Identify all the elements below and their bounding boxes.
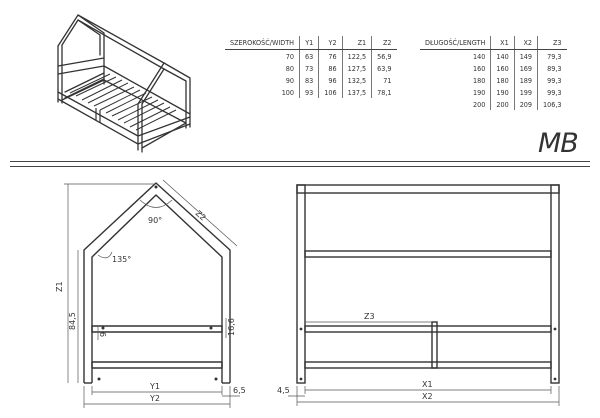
table-cell: 99,3 <box>537 86 567 98</box>
table-row: 140 140 149 79,3 <box>420 49 567 62</box>
table-cell: 78,1 <box>371 86 397 98</box>
table-cell: 169 <box>513 62 538 74</box>
table-row: 70 63 76 122,5 56,9 <box>225 49 397 62</box>
table-cell: 190 <box>473 87 486 97</box>
table-cell: 83 <box>299 74 319 86</box>
z1-label: Z1 <box>55 281 64 292</box>
table-cell: 189 <box>513 74 538 86</box>
y1-label: Y1 <box>149 382 160 391</box>
section-divider <box>10 166 590 168</box>
table-header-row: SZEROKOŚĆ/WIDTH Y1 Y2 Z1 Z2 <box>225 36 397 50</box>
roof-angle-label: 90° <box>148 216 162 225</box>
width-dimensions-table: SZEROKOŚĆ/WIDTH Y1 Y2 Z1 Z2 70 63 76 122… <box>225 36 397 98</box>
table-cell: 132,5 <box>341 74 372 86</box>
column-header: X2 <box>513 36 538 50</box>
table-cell: 86 <box>318 62 343 74</box>
table-cell: 96 <box>318 74 343 86</box>
table-cell: 140 <box>490 49 515 62</box>
column-header: X1 <box>490 36 515 50</box>
rail-height-label: 16,6 <box>227 318 236 336</box>
section-divider <box>10 161 590 163</box>
table-cell: 122,5 <box>341 49 372 62</box>
table-cell: 100 <box>281 87 295 97</box>
column-header: Z3 <box>537 36 567 50</box>
table-cell: 209 <box>513 98 538 110</box>
table-cell: 56,9 <box>371 49 397 62</box>
table-row: 180 180 189 99,3 <box>420 74 567 86</box>
table-cell: 73 <box>299 62 319 74</box>
table-cell: 190 <box>490 86 515 98</box>
column-header: Z2 <box>371 36 397 50</box>
table-row: 160 160 169 89,3 <box>420 62 567 74</box>
table-row: 80 73 86 127,5 63,9 <box>225 62 397 74</box>
side-dimension-labels: Z3 X1 X2 4,5 <box>277 312 433 401</box>
table-cell: 76 <box>318 49 343 62</box>
table-cell: 127,5 <box>341 62 372 74</box>
height-label: 84,5 <box>68 312 77 330</box>
table-row: 100 93 106 137,5 78,1 <box>225 86 397 98</box>
table-cell: 140 <box>473 51 486 61</box>
table-cell: 200 <box>473 99 486 109</box>
leg-label: 6,5 <box>233 386 246 395</box>
table-row: 200 200 209 106,3 <box>420 98 567 110</box>
table-row: 90 83 96 132,5 71 <box>225 74 397 86</box>
table-cell: 90 <box>285 75 295 85</box>
column-header: Y1 <box>299 36 319 50</box>
table-cell: 200 <box>490 98 515 110</box>
table-cell: 180 <box>490 74 515 86</box>
x1-label: X1 <box>422 380 433 389</box>
table-cell: 80 <box>285 63 295 73</box>
table-cell: 99,3 <box>537 74 567 86</box>
table-cell: 180 <box>473 75 486 85</box>
column-header: Y2 <box>318 36 343 50</box>
z3-label: Z3 <box>364 312 375 321</box>
table-cell: 70 <box>285 51 295 61</box>
column-header: Z1 <box>341 36 372 50</box>
table-cell: 71 <box>371 74 397 86</box>
offset-label: 4,5 <box>277 386 290 395</box>
table-cell: 149 <box>513 49 538 62</box>
table-cell: 160 <box>490 62 515 74</box>
table-cell: 106 <box>318 86 343 98</box>
table-cell: 106,3 <box>537 98 567 110</box>
table-cell: 63,9 <box>371 62 397 74</box>
length-dimensions-table: DŁUGOŚĆ/LENGTH X1 X2 Z3 140 140 149 79,3… <box>420 36 567 110</box>
y2-label: Y2 <box>149 394 160 403</box>
table-cell: 160 <box>473 63 486 73</box>
table-row: 190 190 199 99,3 <box>420 86 567 98</box>
column-header: DŁUGOŚĆ/LENGTH <box>420 36 491 50</box>
column-header: SZEROKOŚĆ/WIDTH <box>225 36 300 50</box>
table-cell: 93 <box>299 86 319 98</box>
table-cell: 89,3 <box>537 62 567 74</box>
table-cell: 79,3 <box>537 49 567 62</box>
table-cell: 199 <box>513 86 538 98</box>
table-cell: 63 <box>299 49 319 62</box>
table-header-row: DŁUGOŚĆ/LENGTH X1 X2 Z3 <box>420 36 567 50</box>
table-cell: 137,5 <box>341 86 372 98</box>
wall-angle-label: 135° <box>112 255 131 264</box>
model-code: MB <box>538 128 579 159</box>
rail-gap-label: 9 <box>99 332 108 337</box>
x2-label: X2 <box>422 392 433 401</box>
